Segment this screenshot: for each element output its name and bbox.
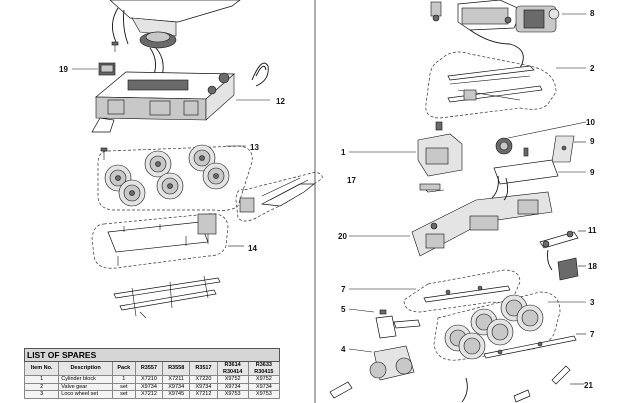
table-cell: 3 <box>23 390 60 399</box>
table-cell: X9752 <box>247 375 281 384</box>
connecting-rods-part <box>349 269 521 313</box>
table-cell: X7212 <box>134 390 164 399</box>
table-cell: X9734 <box>216 382 249 391</box>
gear-part <box>495 121 587 155</box>
pony-truck-part <box>235 171 323 222</box>
col-header-r3614: R3614 R30414 <box>216 361 249 376</box>
col-header-r3633: R3633 R30415 <box>247 361 281 376</box>
spring-part <box>547 249 586 281</box>
callout-18: 18 <box>588 262 597 271</box>
table-cell: set <box>111 390 136 399</box>
callout-17: 17 <box>347 176 356 185</box>
callout-3: 3 <box>590 298 595 307</box>
screw-clip-part <box>430 1 442 22</box>
screw-part <box>111 41 119 52</box>
callout-10: 10 <box>586 118 595 127</box>
table-cell: X9745 <box>162 390 191 399</box>
callout-12: 12 <box>276 97 285 106</box>
screw-part <box>100 147 108 160</box>
table-cell: X9734 <box>134 382 164 391</box>
pickup-part <box>539 230 586 249</box>
motor-part <box>504 5 586 33</box>
callout-13: 13 <box>250 143 259 152</box>
callout-1: 1 <box>341 148 346 157</box>
table-cell: Cylinder block <box>58 375 113 384</box>
decoder-part <box>72 62 116 76</box>
table-cell: Valve gear <box>58 382 113 391</box>
table-row: 2 Valve gear set X9734 X9734 X9734 X9734… <box>23 382 281 391</box>
callout-19: 19 <box>59 65 68 74</box>
coupling-rods-part <box>113 275 221 319</box>
coupling-rods-part <box>483 333 586 359</box>
table-cell: X7220 <box>189 375 218 384</box>
col-header-r3517: R3517 <box>189 361 218 376</box>
bracket-part <box>551 135 586 163</box>
col-header-pack: Pack <box>111 361 136 376</box>
body-shell-part <box>109 0 241 45</box>
keeper-plate-part <box>91 213 244 269</box>
callout-9b: 9 <box>590 168 595 177</box>
screw-part <box>348 308 421 339</box>
table-row: 3 Loco wheel set set X7212 X9745 X7212 X… <box>23 390 281 399</box>
col-header-description: Description <box>58 361 113 376</box>
cylinder-truck-part <box>348 345 415 381</box>
table-cell: X7210 <box>134 375 164 384</box>
table-cell: X9753 <box>216 390 249 399</box>
valve-gear-part <box>425 51 586 119</box>
spares-table-title: LIST OF SPARES <box>24 348 280 362</box>
table-cell: X7211 <box>162 375 191 384</box>
table-cell: 1 <box>111 375 136 384</box>
table-cell: X7212 <box>189 390 218 399</box>
col-header-r3557: R3557 <box>134 361 164 376</box>
table-cell: X9752 <box>216 375 249 384</box>
col-header-r3558: R3558 <box>162 361 191 376</box>
col-header-item-no: Item No. <box>23 361 60 376</box>
driving-wheels-part <box>97 144 253 211</box>
table-row: 1 Cylinder block 1 X7210 X7211 X7220 X97… <box>23 375 281 384</box>
chassis-frame-part <box>91 71 270 133</box>
cylinder-block-part <box>349 121 463 193</box>
table-cell: 2 <box>23 382 60 391</box>
loco-wheel-set-part <box>433 291 586 361</box>
speaker-part <box>139 31 177 49</box>
motor-housing-part <box>457 0 523 31</box>
callout-4: 4 <box>341 345 346 354</box>
callout-5: 5 <box>341 305 346 314</box>
table-cell: X9753 <box>247 390 281 399</box>
callout-8: 8 <box>590 9 595 18</box>
table-cell: X9734 <box>247 382 281 391</box>
small-parts <box>329 365 584 403</box>
table-cell: Loco wheel set <box>58 390 113 399</box>
clip-part <box>251 62 269 87</box>
callout-9: 9 <box>590 137 595 146</box>
callout-14: 14 <box>248 244 257 253</box>
table-cell: X9734 <box>162 382 191 391</box>
table-cell: set <box>111 382 136 391</box>
callout-11: 11 <box>588 226 597 235</box>
table-cell: X9734 <box>189 382 218 391</box>
spares-table: LIST OF SPARES Item No. Description Pack… <box>23 348 281 399</box>
callout-7b: 7 <box>590 330 595 339</box>
main-chassis-part <box>349 159 586 257</box>
callout-2: 2 <box>590 64 595 73</box>
callout-20: 20 <box>338 232 347 241</box>
table-cell: 1 <box>23 375 60 384</box>
callout-7: 7 <box>341 285 346 294</box>
callout-21: 21 <box>584 381 593 390</box>
